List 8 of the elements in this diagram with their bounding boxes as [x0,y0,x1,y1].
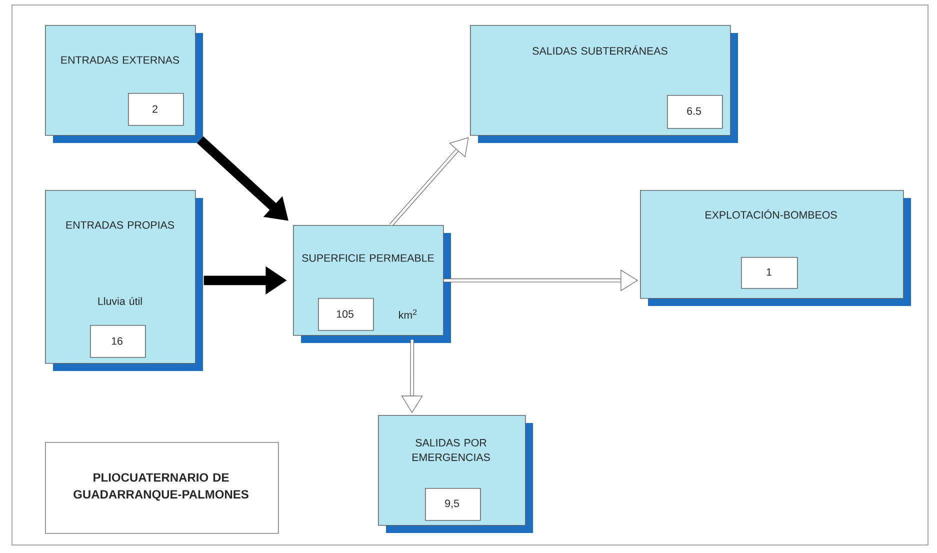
value-box: 6.5 [667,95,723,129]
value-box: 1 [741,257,798,289]
title-box: PLIOCUATERNARIO DE GUADARRANQUE-PALMONES [45,442,279,534]
arrow [390,137,469,226]
value-box: 2 [128,93,184,126]
value-box: 105 [318,298,374,331]
value-box: 16 [90,325,146,358]
value-box: 9,5 [425,488,481,521]
